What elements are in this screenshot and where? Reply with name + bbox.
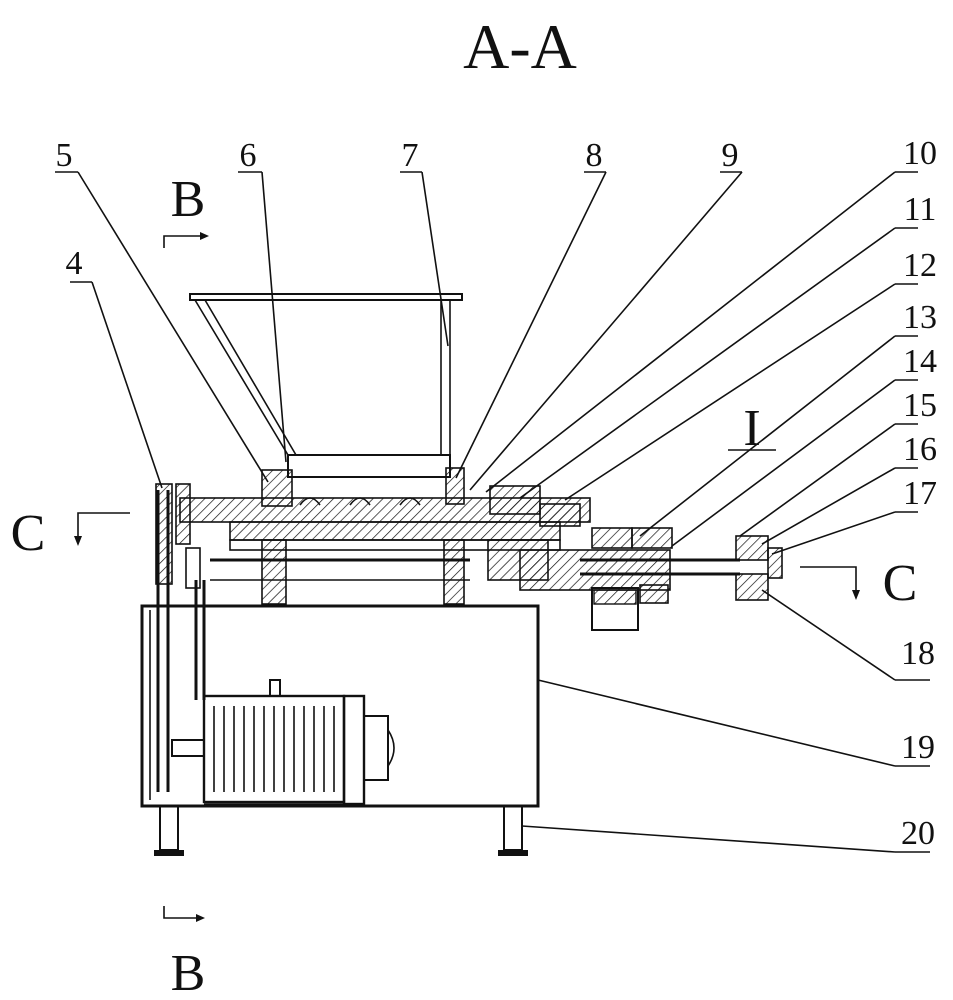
drive-belt <box>156 490 206 792</box>
part-label-10: 10 <box>903 135 937 172</box>
leader-lines <box>55 171 930 853</box>
part-label-5: 5 <box>56 137 73 174</box>
part-label-4: 4 <box>66 245 83 282</box>
section-arrow-c-right <box>800 566 857 590</box>
part-label-13: 13 <box>903 299 937 336</box>
part-label-6: 6 <box>240 137 257 174</box>
barrel-supports <box>210 539 470 605</box>
part-label-20: 20 <box>901 815 935 852</box>
section-arrowhead-b-bottom <box>196 914 205 922</box>
section-arrowhead-c-right <box>852 590 860 600</box>
section-arrowhead-b-top <box>200 232 209 240</box>
section-arrow-c-left <box>77 512 130 536</box>
part-label-17: 17 <box>903 475 937 512</box>
frame-cabinet <box>140 604 540 808</box>
section-arrowhead-c-left <box>74 536 82 546</box>
section-title: A-A <box>463 11 577 82</box>
section-arrow-b-bottom <box>163 906 196 919</box>
section-arrow-b-top <box>163 235 200 248</box>
motor <box>171 679 395 806</box>
part-label-7: 7 <box>402 137 419 174</box>
part-label-14: 14 <box>903 343 937 380</box>
feet <box>154 805 528 856</box>
part-label-16: 16 <box>903 431 937 468</box>
part-label-9: 9 <box>722 137 739 174</box>
part-label-15: 15 <box>903 387 937 424</box>
part-label-11: 11 <box>904 191 937 228</box>
detail-marker-i: I <box>743 400 760 457</box>
section-marker-c-right: C <box>883 555 918 612</box>
part-label-18: 18 <box>901 635 935 672</box>
section-marker-b-bottom: B <box>171 945 206 1000</box>
section-marker-c-left: C <box>11 505 46 562</box>
part-label-19: 19 <box>901 729 935 766</box>
barrel <box>179 467 591 551</box>
section-marker-b-top: B <box>171 171 206 228</box>
hopper <box>189 293 463 478</box>
extrusion-head <box>487 527 783 631</box>
part-label-8: 8 <box>586 137 603 174</box>
part-label-12: 12 <box>903 247 937 284</box>
part-labels: 4 5 6 7 8 9 10 11 12 13 14 15 16 17 18 1… <box>56 135 938 852</box>
